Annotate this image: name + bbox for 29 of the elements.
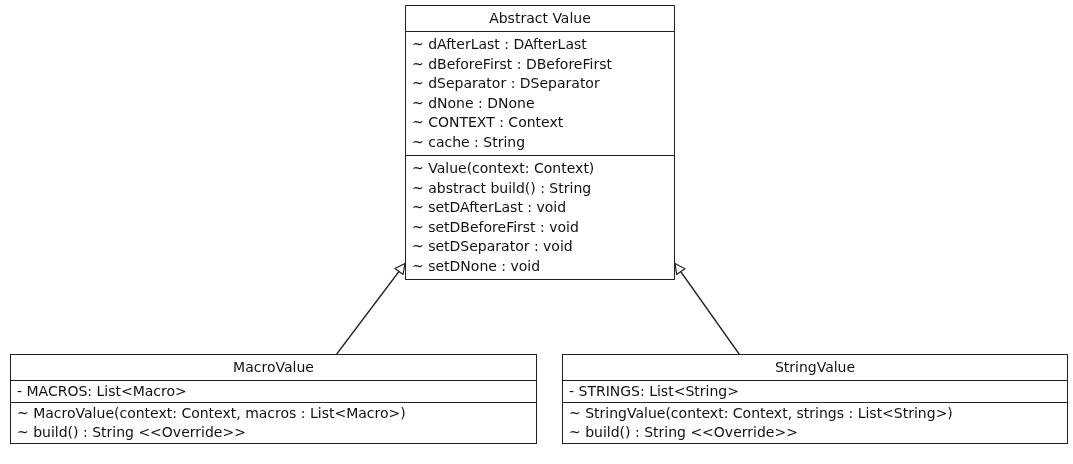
class-member: ~ dAfterLast : DAfterLast	[412, 35, 588, 54]
class-name: StringValue	[773, 358, 857, 377]
class-member: ~ setDAfterLast : void	[412, 198, 568, 217]
class-member: ~ setDSeparator : void	[412, 237, 574, 256]
class-compartment	[563, 402, 1067, 443]
class-member: - MACROS: List<Macro>	[17, 382, 188, 401]
class-member: ~ dBeforeFirst : DBeforeFirst	[412, 54, 613, 74]
class-name: Abstract Value	[488, 9, 592, 28]
class-member: ~ build() : String <<Override>>	[17, 423, 247, 442]
class-name: MacroValue	[232, 358, 315, 377]
class-compartment	[563, 380, 1067, 402]
class-member: ~ setDBeforeFirst : void	[412, 217, 580, 237]
class-member: - STRINGS: List<String>	[569, 382, 740, 401]
class-member: ~ StringValue(context: Context, strings : List<String>)	[569, 404, 954, 423]
class-member: ~ abstract build() : String	[412, 178, 593, 198]
class-compartment	[11, 402, 536, 443]
inheritance-arrow	[336, 262, 406, 355]
class-box	[562, 354, 1068, 444]
class-member: ~ setDNone : void	[412, 256, 542, 276]
class-member: ~ dNone : DNone	[412, 93, 536, 113]
inheritance-arrow	[674, 262, 740, 355]
class-member: ~ cache : String	[412, 132, 527, 152]
class-member: ~ dSeparator : DSeparator	[412, 74, 601, 93]
class-member: ~ MacroValue(context: Context, macros : List<Macro>)	[17, 404, 407, 423]
class-box	[405, 5, 675, 280]
class-member: ~ CONTEXT : Context	[412, 113, 565, 132]
class-member: ~ build() : String <<Override>>	[569, 423, 799, 442]
class-member: ~ Value(context: Context)	[412, 159, 596, 178]
class-box	[10, 354, 537, 444]
